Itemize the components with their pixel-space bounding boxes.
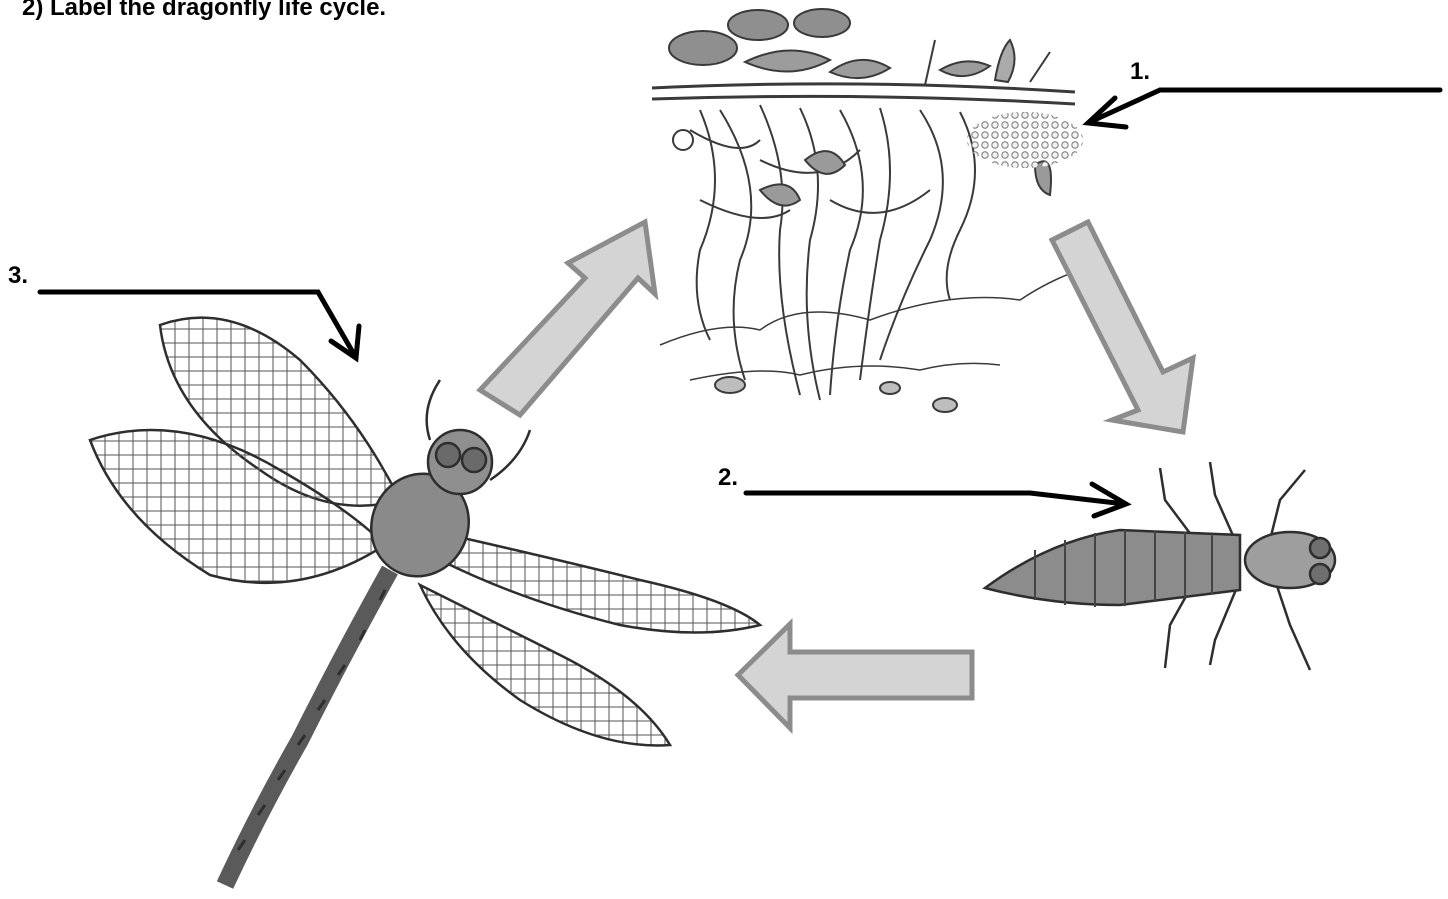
label-line-1 [1090, 90, 1440, 122]
lily-pad [728, 10, 788, 40]
arrow-adult-to-eggs [480, 222, 655, 415]
pond-plants-eggs-illustration [652, 9, 1083, 412]
arrow-eggs-to-nymph [1052, 222, 1193, 432]
label-number-1: 1. [1130, 58, 1150, 86]
label-number-3: 3. [8, 262, 28, 290]
lily-pad [794, 9, 850, 37]
label-line-2 [746, 493, 1125, 504]
adult-dragonfly-illustration [90, 318, 760, 885]
cycle-arrows [480, 222, 1193, 728]
label-number-2: 2. [718, 464, 738, 492]
lily-pad [669, 31, 737, 65]
egg-cluster [967, 112, 1083, 168]
arrow-nymph-to-adult [738, 624, 972, 728]
